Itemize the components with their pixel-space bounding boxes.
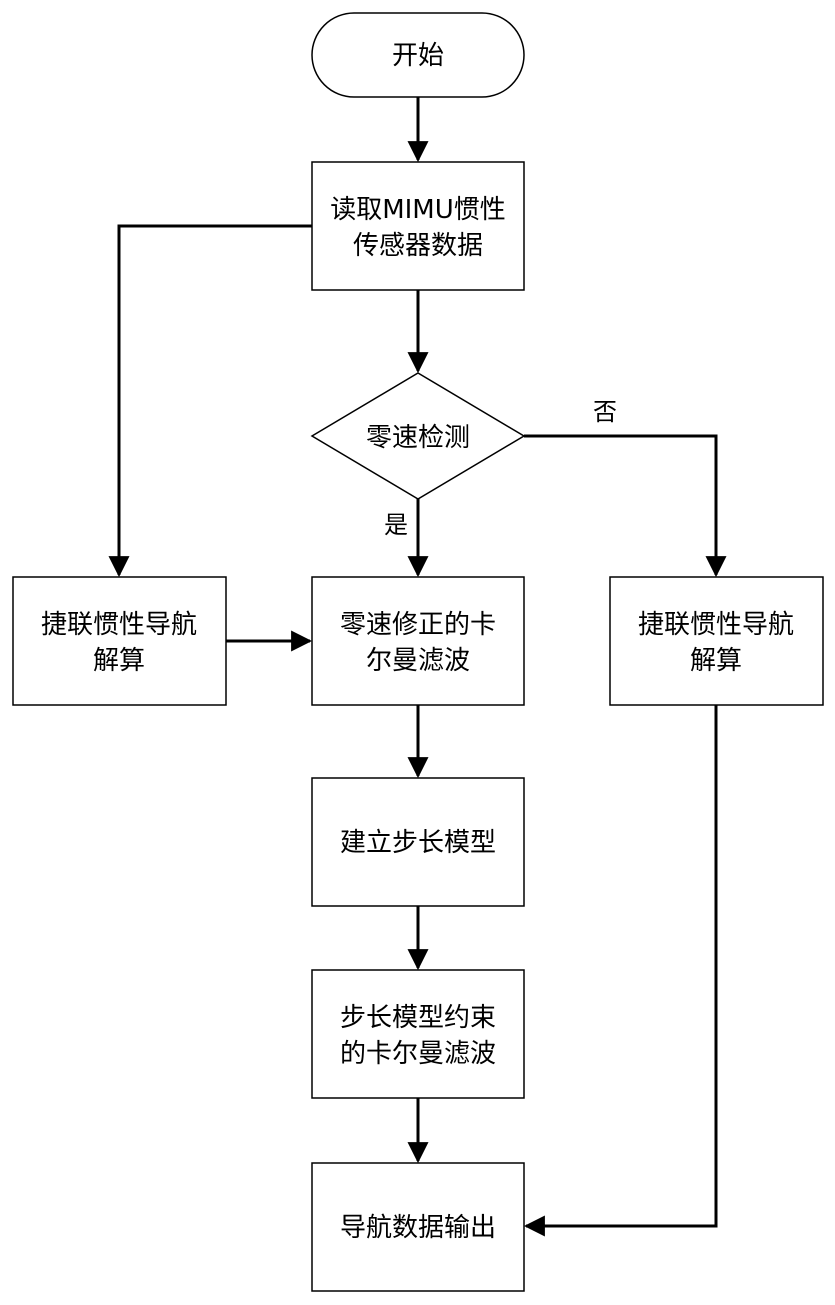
edge-detect-no [524, 434, 727, 578]
sins-left-label-line1: 捷联惯性导航 [41, 610, 197, 640]
sins-right-label-line2: 解算 [690, 646, 742, 676]
step-kalman-node: 步长模型约束 的卡尔曼滤波 [311, 969, 525, 1099]
read-sensor-node: 读取MIMU惯性 传感器数据 [311, 161, 525, 291]
sins-right-node: 捷联惯性导航 解算 [609, 576, 824, 706]
step-kalman-label-line2: 的卡尔曼滤波 [340, 1039, 496, 1069]
step-kalman-label-line1: 步长模型约束 [340, 1003, 496, 1033]
step-model-label: 建立步长模型 [340, 828, 496, 858]
sins-right-label-line1: 捷联惯性导航 [638, 610, 794, 640]
zupt-kalman-label-line1: 零速修正的卡 [340, 610, 496, 640]
zupt-kalman-node: 零速修正的卡 尔曼滤波 [311, 576, 525, 706]
zero-velocity-detection-node: 零速检测 [310, 372, 526, 500]
output-node: 导航数据输出 [311, 1162, 525, 1292]
step-model-node: 建立步长模型 [311, 777, 525, 907]
sins-left-label-line2: 解算 [93, 646, 145, 676]
start-label: 开始 [392, 41, 444, 71]
edge-read-to-sins-left [108, 224, 312, 578]
zero-velocity-detection-label: 零速检测 [366, 423, 470, 453]
sins-left-node: 捷联惯性导航 解算 [12, 576, 227, 706]
edge-sins-right-to-output [523, 705, 718, 1237]
read-sensor-label-line2: 传感器数据 [353, 231, 483, 261]
no-label: 否 [593, 398, 617, 426]
start-node: 开始 [311, 12, 525, 98]
output-label: 导航数据输出 [340, 1213, 496, 1243]
yes-label: 是 [384, 511, 408, 539]
read-sensor-label-line1: 读取MIMU惯性 [330, 195, 506, 225]
zupt-kalman-label-line2: 尔曼滤波 [366, 646, 470, 676]
